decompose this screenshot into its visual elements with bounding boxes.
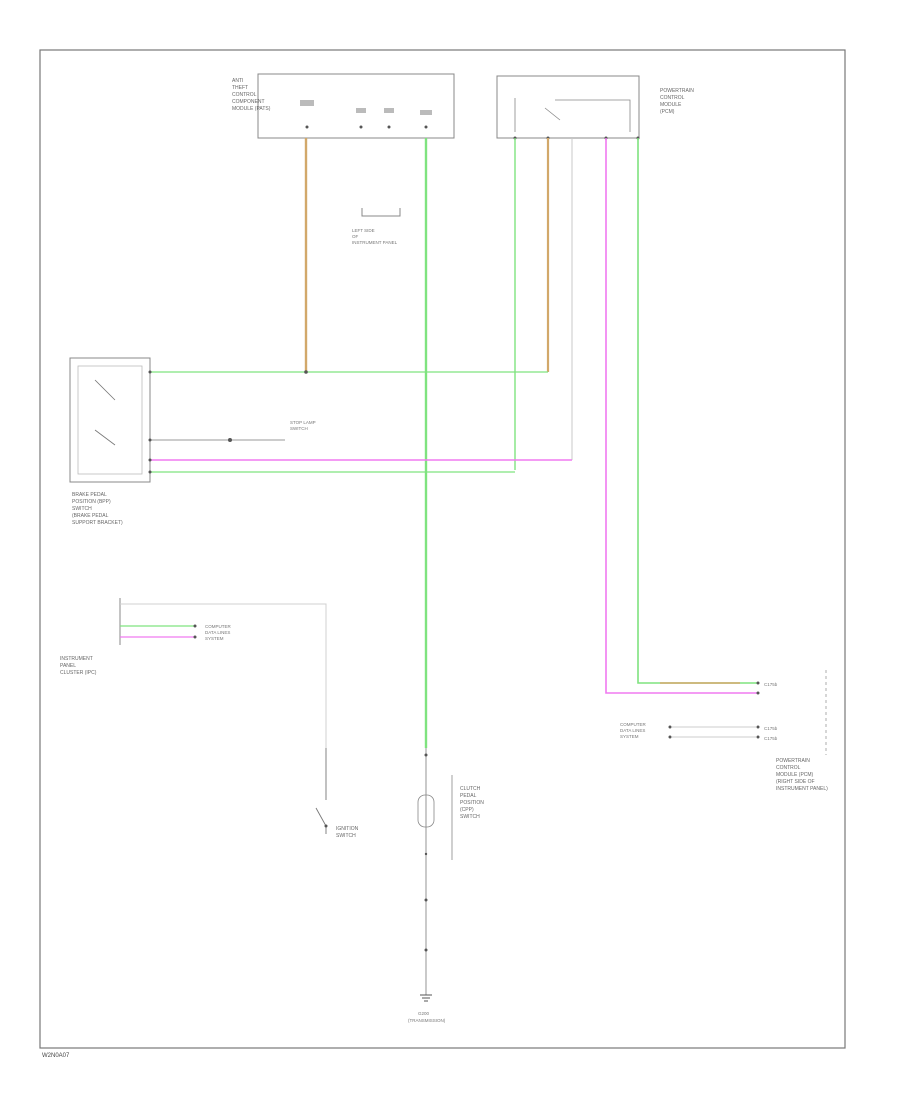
svg-text:SWITCH: SWITCH [72,506,92,512]
svg-text:LEFT SIDE: LEFT SIDE [352,228,375,233]
ground-label: G200 (TRANSMISSION) [408,1011,446,1023]
wire-green-pcm-right [637,138,758,684]
svg-text:MODULE: MODULE [660,102,682,108]
svg-text:POSITION (BPP): POSITION (BPP) [72,499,111,505]
clutch-switch-label: CLUTCH PEDAL POSITION (CPP) SWITCH [460,786,484,820]
stop-lamp-label: STOP LAMP SWITCH [290,420,316,431]
svg-text:SWITCH: SWITCH [336,833,356,839]
svg-text:C175b: C175b [764,682,778,687]
brake-pedal-switch-contacts [94,379,116,446]
wire-gray-ipc [120,603,327,748]
wire-pink-pcm [605,138,758,694]
pcm-module-box [496,75,640,139]
brake-pedal-switch-inner [77,365,143,475]
svg-text:G200: G200 [418,1011,430,1016]
clutch-switch-box [417,794,435,828]
svg-text:BRAKE PEDAL: BRAKE PEDAL [72,492,107,498]
brake-pedal-switch-label: BRAKE PEDAL POSITION (BPP) SWITCH (BRAKE… [72,492,123,526]
svg-text:(TRANSMISSION): (TRANSMISSION) [408,1018,446,1023]
svg-text:DATA LINES: DATA LINES [205,630,230,635]
svg-text:CONTROL: CONTROL [232,92,257,98]
connector-note: LEFT SIDE OF INSTRUMENT PANEL [352,228,398,245]
ground-symbol [420,994,432,1002]
svg-text:COMPUTER: COMPUTER [620,722,647,727]
svg-text:C175b: C175b [764,736,778,741]
svg-text:IGNITION: IGNITION [336,826,359,832]
svg-text:STOP LAMP: STOP LAMP [290,420,316,425]
pcm-module-label: POWERTRAIN CONTROL MODULE (PCM) [660,88,694,115]
svg-text:THEFT: THEFT [232,85,248,91]
powertrain-module-label: POWERTRAIN CONTROL MODULE (PCM) (RIGHT S… [776,758,828,792]
diagram-border [39,49,846,1049]
connector-bracket [361,208,401,217]
svg-text:INSTRUMENT PANEL): INSTRUMENT PANEL) [776,786,828,792]
svg-text:CONTROL: CONTROL [660,95,685,101]
splice-dot-row [228,438,232,442]
svg-text:(BRAKE PEDAL: (BRAKE PEDAL [72,513,109,519]
brake-pedal-switch-box [69,357,151,483]
diagram-id: W2N0A07 [42,1053,70,1059]
ignition-switch-symbol [315,748,327,834]
svg-text:DATA LINES: DATA LINES [620,728,645,733]
anti-theft-module-box [257,73,455,139]
svg-text:COMPONENT: COMPONENT [232,99,265,105]
svg-text:(PCM): (PCM) [660,109,675,115]
svg-text:(RIGHT SIDE OF: (RIGHT SIDE OF [776,779,815,785]
svg-text:ANTI: ANTI [232,78,243,84]
pcm-right-pins: C175b C175b C175b [764,682,778,741]
pcm-internal-switch [514,98,631,132]
svg-text:POWERTRAIN: POWERTRAIN [776,758,810,764]
anti-theft-module-pin-dots [305,125,428,129]
splice-note-ipc: COMPUTER DATA LINES SYSTEM [205,624,232,641]
clutch-switch-dots [424,753,428,952]
svg-text:COMPUTER: COMPUTER [205,624,232,629]
svg-text:MODULE (PCM): MODULE (PCM) [776,772,814,778]
anti-theft-module-pins [300,100,432,115]
svg-text:CONTROL: CONTROL [776,765,801,771]
ignition-switch-pivot [324,824,328,828]
svg-text:C175b: C175b [764,726,778,731]
svg-text:SWITCH: SWITCH [460,814,480,820]
svg-text:SYSTEM: SYSTEM [205,636,224,641]
svg-text:SWITCH: SWITCH [290,426,308,431]
anti-theft-module-label: ANTI THEFT CONTROL COMPONENT MODULE (PAT… [232,78,271,112]
svg-text:PEDAL: PEDAL [460,793,477,799]
svg-text:SUPPORT BRACKET): SUPPORT BRACKET) [72,520,123,526]
pcm-right-pin-dots [668,681,760,739]
svg-text:POWERTRAIN: POWERTRAIN [660,88,694,94]
svg-text:PANEL: PANEL [60,663,76,669]
svg-text:CLUSTER (IPC): CLUSTER (IPC) [60,670,97,676]
ipc-label: INSTRUMENT PANEL CLUSTER (IPC) [60,656,97,676]
svg-text:INSTRUMENT PANEL: INSTRUMENT PANEL [352,240,398,245]
svg-text:INSTRUMENT: INSTRUMENT [60,656,93,662]
svg-text:MODULE (PATS): MODULE (PATS) [232,106,271,112]
svg-text:(CPP): (CPP) [460,807,474,813]
junction-dots [148,370,308,639]
ignition-switch-label: IGNITION SWITCH [336,826,359,839]
svg-text:POSITION: POSITION [460,800,484,806]
splice-note-right: COMPUTER DATA LINES SYSTEM [620,722,647,739]
svg-text:SYSTEM: SYSTEM [620,734,639,739]
svg-text:CLUTCH: CLUTCH [460,786,481,792]
svg-text:OF: OF [352,234,359,239]
